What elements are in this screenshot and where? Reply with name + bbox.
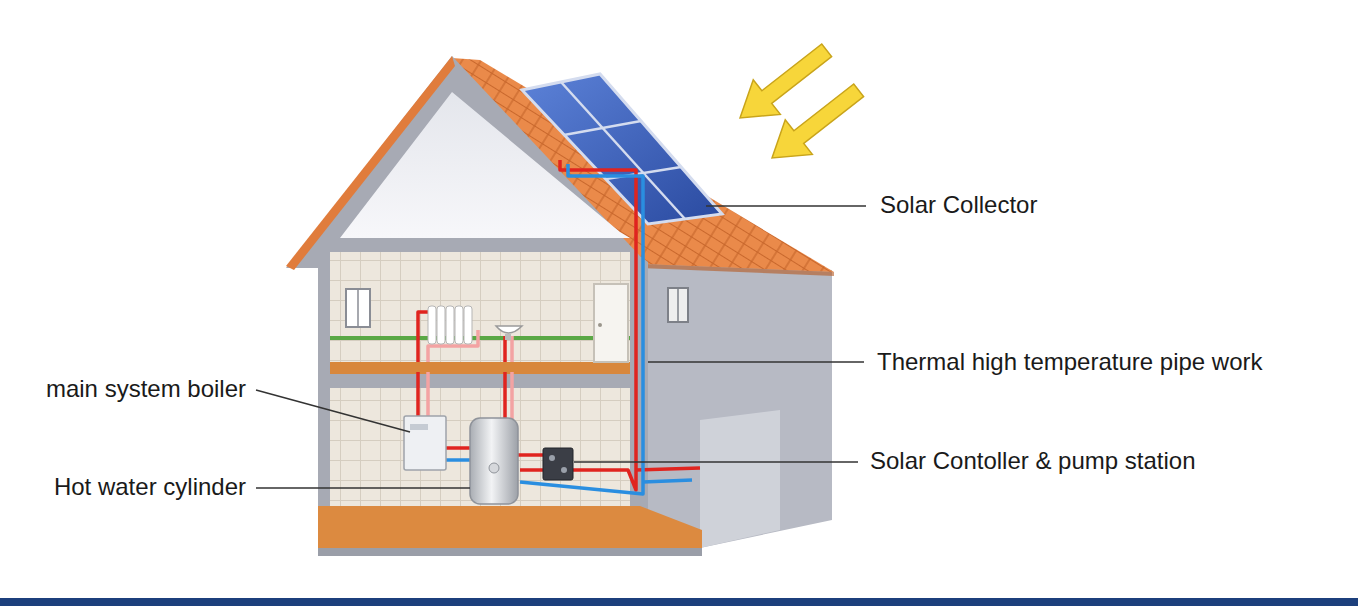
side-wall-face	[640, 256, 832, 548]
hot-pipe	[520, 160, 636, 490]
hot-water-cylinder	[470, 418, 518, 504]
appliances	[404, 306, 573, 504]
part-label: main system boiler	[44, 375, 248, 403]
door	[594, 284, 628, 362]
bottom-band	[0, 598, 1358, 606]
sun-arrows	[726, 33, 872, 175]
lower-floor	[318, 506, 702, 548]
leader-line	[706, 205, 866, 207]
upper-floor	[330, 362, 630, 374]
part-label: Thermal high temperature pipe work	[875, 348, 1265, 376]
leader-lines	[256, 206, 866, 488]
side-wall	[640, 256, 832, 548]
part-label: Solar Collector	[878, 191, 1039, 219]
panel-face	[522, 74, 722, 224]
section-frame	[286, 56, 648, 550]
radiator	[428, 306, 472, 344]
side-window	[668, 288, 688, 322]
pipework	[418, 160, 700, 494]
tile-stripe	[330, 336, 630, 340]
boiler	[404, 416, 446, 470]
part-label: Solar Contoller & pump station	[868, 447, 1198, 475]
part-label: Hot water cylinder	[52, 473, 248, 501]
leader-line	[256, 390, 410, 432]
upper-window	[346, 289, 370, 327]
leader-line	[574, 461, 858, 463]
garage-recess	[700, 410, 780, 548]
sun-arrow	[758, 73, 872, 175]
cold-pipe	[520, 164, 643, 494]
sink	[496, 326, 522, 340]
solar-panel	[522, 74, 722, 224]
leader-line	[648, 361, 864, 363]
floor-slab	[318, 548, 702, 556]
upper-room	[330, 252, 630, 364]
leader-line	[256, 487, 470, 489]
pump-station	[543, 448, 573, 480]
